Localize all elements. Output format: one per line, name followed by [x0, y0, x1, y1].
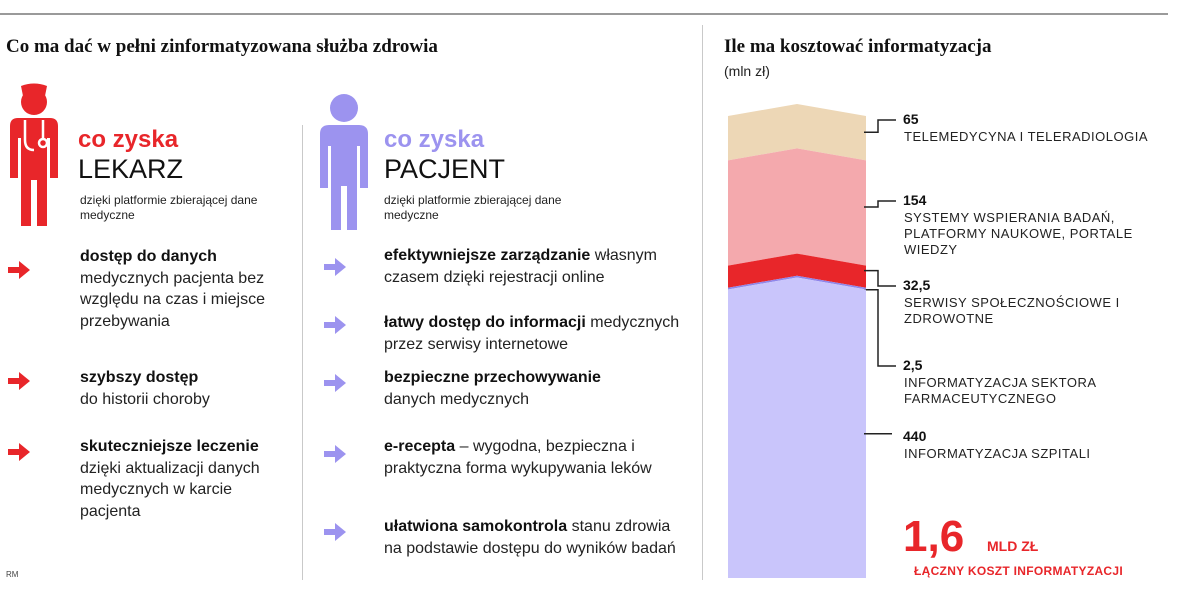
doctor-gain-label: co zyska: [78, 126, 179, 153]
patient-subtitle: dzięki platformie zbierającej dane medyc…: [384, 193, 562, 222]
segment-value-5: 440: [903, 428, 927, 444]
patient-arrow-icon: [324, 523, 346, 541]
chart-title: Ile ma kosztować informatyzacja: [724, 36, 992, 57]
doctor-arrow-icon: [8, 372, 30, 390]
segment-value-1: 65: [903, 111, 919, 127]
patient-gain-label: co zyska: [384, 126, 485, 153]
leader-line-1: [864, 119, 896, 133]
left-title: Co ma dać w pełni zinformatyzowana służb…: [6, 36, 438, 57]
doctor-subtitle: dzięki platformie zbierającej dane medyc…: [80, 193, 258, 222]
segment-label-1: TELEMEDYCYNA I TELERADIOLOGIA: [904, 129, 1148, 144]
segment-value-4: 2,5: [903, 357, 923, 373]
patient-benefit-4: e-recepta – wygodna, bezpieczna i prakty…: [384, 438, 652, 477]
doctor-arrow-icon: [8, 443, 30, 461]
patient-role-label: PACJENT: [384, 154, 506, 184]
total-label: ŁĄCZNY KOSZT INFORMATYZACJI: [914, 564, 1123, 578]
leader-line-3: [864, 269, 896, 287]
patient-arrow-icon: [324, 445, 346, 463]
leader-line-4: [864, 289, 896, 367]
top-rule: [0, 13, 1168, 15]
segment-label-5: INFORMATYZACJA SZPITALI: [904, 446, 1091, 461]
doctor-icon: [10, 83, 58, 226]
patient-arrow-icon: [324, 258, 346, 276]
segment-value-3: 32,5: [903, 277, 931, 293]
leader-line-2: [864, 200, 896, 208]
patient-icon: [320, 94, 368, 230]
segment-value-2: 154: [903, 192, 927, 208]
bar-segment-2: [728, 148, 866, 266]
segment-label-2: SYSTEMY WSPIERANIA BADAŃ, PLATFORMY NAUK…: [904, 210, 1133, 257]
section-divider: [702, 25, 703, 580]
patient-benefit-2: łatwy dostęp do informacji medycznych pr…: [384, 314, 680, 353]
bar-segment-5: [728, 277, 866, 578]
bar-segment-3: [728, 253, 866, 288]
bar-segment-1: [728, 104, 866, 161]
total-value: 1,6: [903, 512, 965, 561]
chart-unit: (mln zł): [724, 63, 770, 79]
segment-label-4: INFORMATYZACJA SEKTORA FARMACEUTYCZNEGO: [904, 375, 1096, 406]
segment-label-3: SERWISY SPOŁECZNOŚCIOWE I ZDROWOTNE: [904, 295, 1120, 326]
patient-arrow-icon: [324, 316, 346, 334]
patient-benefit-1: efektywniejsze zarządzanie własnym czase…: [384, 247, 657, 286]
doctor-arrow-icon: [8, 261, 30, 279]
credit: RM: [6, 570, 19, 579]
column-divider: [302, 125, 303, 580]
total-unit: MLD ZŁ: [987, 538, 1039, 554]
patient-arrow-icon: [324, 374, 346, 392]
patient-benefit-5: ułatwiona samokontrola stanu zdrowia na …: [384, 518, 676, 557]
doctor-role-label: LEKARZ: [78, 154, 184, 184]
